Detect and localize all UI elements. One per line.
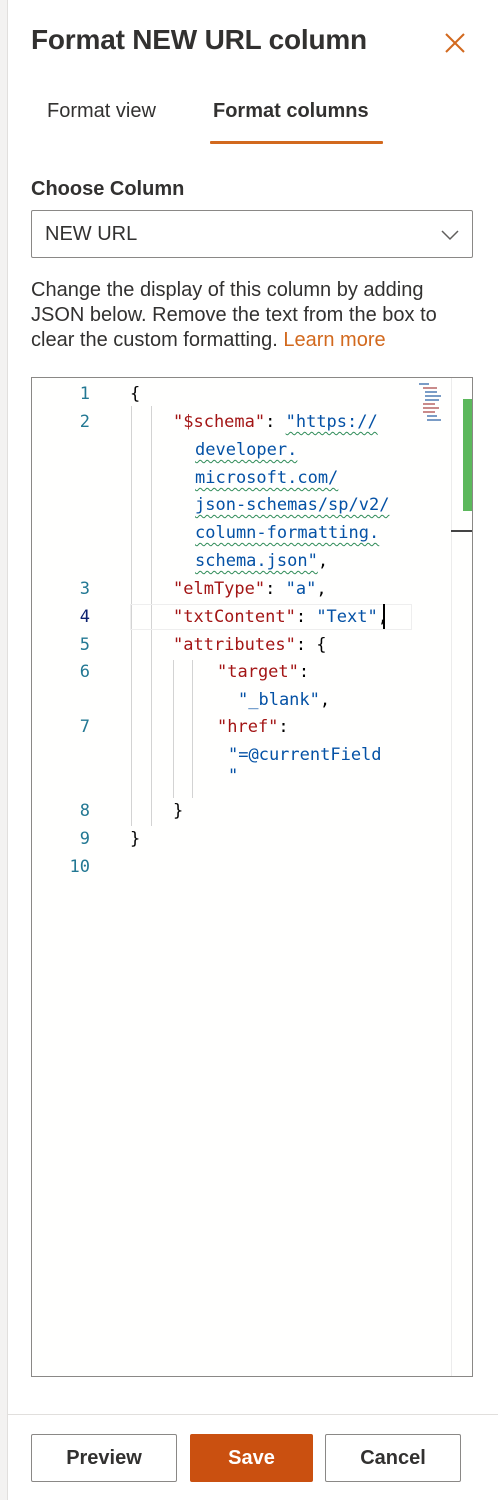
code-line-8: }: [173, 801, 184, 821]
line-number: 6: [79, 662, 90, 682]
line-number: 2: [79, 412, 90, 432]
panel-title: Format NEW URL column: [31, 24, 367, 55]
json-punctuation: : {: [295, 635, 327, 655]
minimap-line: [425, 391, 437, 393]
cancel-button[interactable]: Cancel: [325, 1434, 461, 1482]
minimap-line: [419, 383, 429, 385]
json-colon: :: [265, 412, 286, 432]
code-line-7: "href":: [217, 717, 289, 737]
line-number: 7: [79, 717, 90, 737]
code-line-6-wrap: "_blank",: [238, 690, 330, 710]
tab-list: Format view Format columns: [31, 96, 471, 148]
line-number: 3: [79, 579, 90, 599]
current-line-highlight: [130, 604, 412, 630]
code-line-2-wrap: json-schemas/sp/v2/: [195, 495, 390, 515]
json-string: "a": [285, 579, 317, 599]
editor-minimap[interactable]: [417, 381, 451, 429]
line-number: 8: [79, 801, 90, 821]
minimap-line: [423, 387, 437, 389]
json-key: "attributes": [173, 635, 296, 655]
line-number-current: 4: [79, 607, 90, 627]
close-button[interactable]: [440, 28, 470, 58]
close-icon: [445, 33, 465, 53]
code-line-4: "txtContent": "Text",: [173, 607, 388, 627]
code-line-2-wrap: microsoft.com/: [195, 468, 339, 488]
code-line-7-wrap: ": [228, 766, 239, 786]
footer-divider: [8, 1414, 498, 1415]
json-key: "href": [217, 717, 279, 737]
vertical-scrollbar[interactable]: [451, 378, 472, 1376]
json-comma: ,: [317, 551, 329, 571]
code-line-2-wrap: column-formatting.: [195, 523, 380, 543]
code-line-2-wrap: schema.json",: [195, 551, 328, 571]
json-string: "_blank": [238, 690, 320, 710]
json-key: "txtContent": [173, 607, 296, 627]
panel-left-edge: [0, 0, 8, 1500]
minimap-line: [425, 399, 439, 401]
choose-column-dropdown[interactable]: NEW URL: [31, 210, 473, 258]
json-colon: :: [265, 579, 286, 599]
json-comma: ,: [378, 607, 388, 627]
line-number: 5: [79, 635, 90, 655]
dropdown-selected-value: NEW URL: [45, 223, 138, 245]
code-line-1: {: [130, 384, 141, 404]
json-string: "https://: [285, 412, 378, 432]
selected-tab-indicator: [210, 141, 383, 144]
json-code-editor[interactable]: 1 2 3 4 5 6 7 8 9 10 { "$schema": "https…: [31, 377, 473, 1377]
column-format-description: Change the display of this column by add…: [31, 278, 481, 353]
code-line-3: "elmType": "a",: [173, 579, 327, 599]
indent-guide: [192, 660, 193, 798]
scroll-shadow-divider: [451, 530, 472, 532]
json-key: "elmType": [173, 579, 266, 599]
json-string: "Text": [316, 607, 378, 627]
minimap-line: [425, 395, 441, 397]
indent-guide: [173, 660, 174, 798]
minimap-line: [427, 419, 441, 421]
json-comma: ,: [316, 579, 327, 599]
json-key: "target": [217, 662, 299, 682]
json-string: schema.json": [195, 551, 318, 571]
minimap-line: [423, 407, 439, 409]
json-colon: :: [278, 717, 289, 737]
chevron-down-icon: [441, 230, 459, 241]
learn-more-link[interactable]: Learn more: [283, 329, 386, 351]
line-number: 1: [79, 384, 90, 404]
code-line-6: "target":: [217, 662, 309, 682]
choose-column-label: Choose Column: [31, 178, 185, 200]
text-cursor: [383, 604, 385, 629]
tab-format-view[interactable]: Format view: [47, 100, 156, 122]
preview-button[interactable]: Preview: [31, 1434, 177, 1482]
minimap-line: [423, 403, 435, 405]
code-line-9: }: [130, 829, 141, 849]
indent-guide: [131, 406, 132, 826]
json-comma: ,: [319, 690, 331, 710]
json-key: "$schema": [173, 412, 266, 432]
line-number-gutter: 1 2 3 4 5 6 7 8 9 10: [32, 378, 102, 1376]
description-text: Change the display of this column by add…: [31, 279, 437, 351]
scrollbar-thumb[interactable]: [463, 399, 472, 511]
minimap-line: [423, 411, 435, 413]
code-line-2: "$schema": "https://: [173, 412, 378, 432]
code-line-5: "attributes": {: [173, 635, 327, 655]
json-colon: :: [298, 662, 310, 682]
save-button[interactable]: Save: [190, 1434, 313, 1482]
json-colon: :: [295, 607, 317, 627]
line-number: 9: [79, 829, 90, 849]
line-number: 10: [69, 857, 90, 877]
code-line-2-wrap: developer.: [195, 440, 298, 460]
indent-guide: [151, 406, 152, 826]
tab-format-columns[interactable]: Format columns: [213, 100, 369, 122]
minimap-line: [427, 415, 437, 417]
code-line-7-wrap: "=@currentField: [228, 745, 382, 765]
